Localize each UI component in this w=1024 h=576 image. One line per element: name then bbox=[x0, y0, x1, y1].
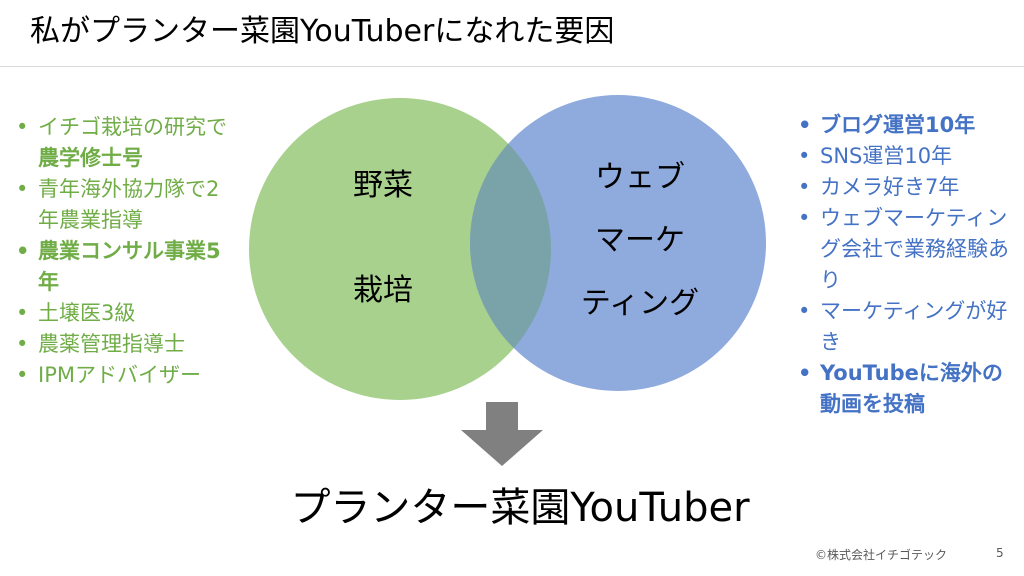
list-item: 青年海外協力隊で2年農業指導 bbox=[12, 174, 240, 236]
slide-title: 私がプランター菜園YouTuberになれた要因 bbox=[30, 14, 615, 49]
left-qualification-list: イチゴ栽培の研究で農学修士号 青年海外協力隊で2年農業指導 農業コンサル事業5年… bbox=[12, 112, 240, 391]
list-item: イチゴ栽培の研究で農学修士号 bbox=[12, 112, 240, 174]
venn-circle-left bbox=[249, 98, 551, 400]
list-item: 農業コンサル事業5年 bbox=[12, 236, 240, 298]
venn-right-label-2: マーケ bbox=[595, 223, 685, 258]
page-number: 5 bbox=[996, 546, 1004, 560]
venn-right-label-3: ティング bbox=[580, 286, 700, 321]
down-arrow-icon bbox=[461, 402, 543, 466]
right-qualification-list: ブログ運営10年 SNS運営10年 カメラ好き7年 ウェブマーケティング会社で業… bbox=[794, 110, 1009, 420]
list-item: 農薬管理指導士 bbox=[12, 329, 240, 360]
list-item-text: イチゴ栽培の研究で bbox=[38, 115, 227, 139]
list-item: SNS運営10年 bbox=[794, 141, 1009, 172]
conclusion-text: プランター菜園YouTuber bbox=[290, 485, 750, 531]
list-item: ブログ運営10年 bbox=[794, 110, 1009, 141]
list-item: カメラ好き7年 bbox=[794, 172, 1009, 203]
venn-left-label-1: 野菜 bbox=[353, 168, 413, 203]
venn-right-label-1: ウェブ bbox=[595, 160, 685, 195]
footer-copyright: ©株式会社イチゴテック bbox=[815, 548, 948, 562]
list-item: YouTubeに海外の動画を投稿 bbox=[794, 358, 1009, 420]
venn-left-label-2: 栽培 bbox=[353, 273, 413, 308]
list-item: 土壌医3級 bbox=[12, 298, 240, 329]
list-item: IPMアドバイザー bbox=[12, 360, 240, 391]
title-divider bbox=[0, 66, 1024, 67]
list-item: ウェブマーケティング会社で業務経験あり bbox=[794, 203, 1009, 296]
list-item-bold-text: 農学修士号 bbox=[38, 146, 143, 170]
venn-circle-right bbox=[470, 95, 766, 391]
list-item: マーケティングが好き bbox=[794, 296, 1009, 358]
